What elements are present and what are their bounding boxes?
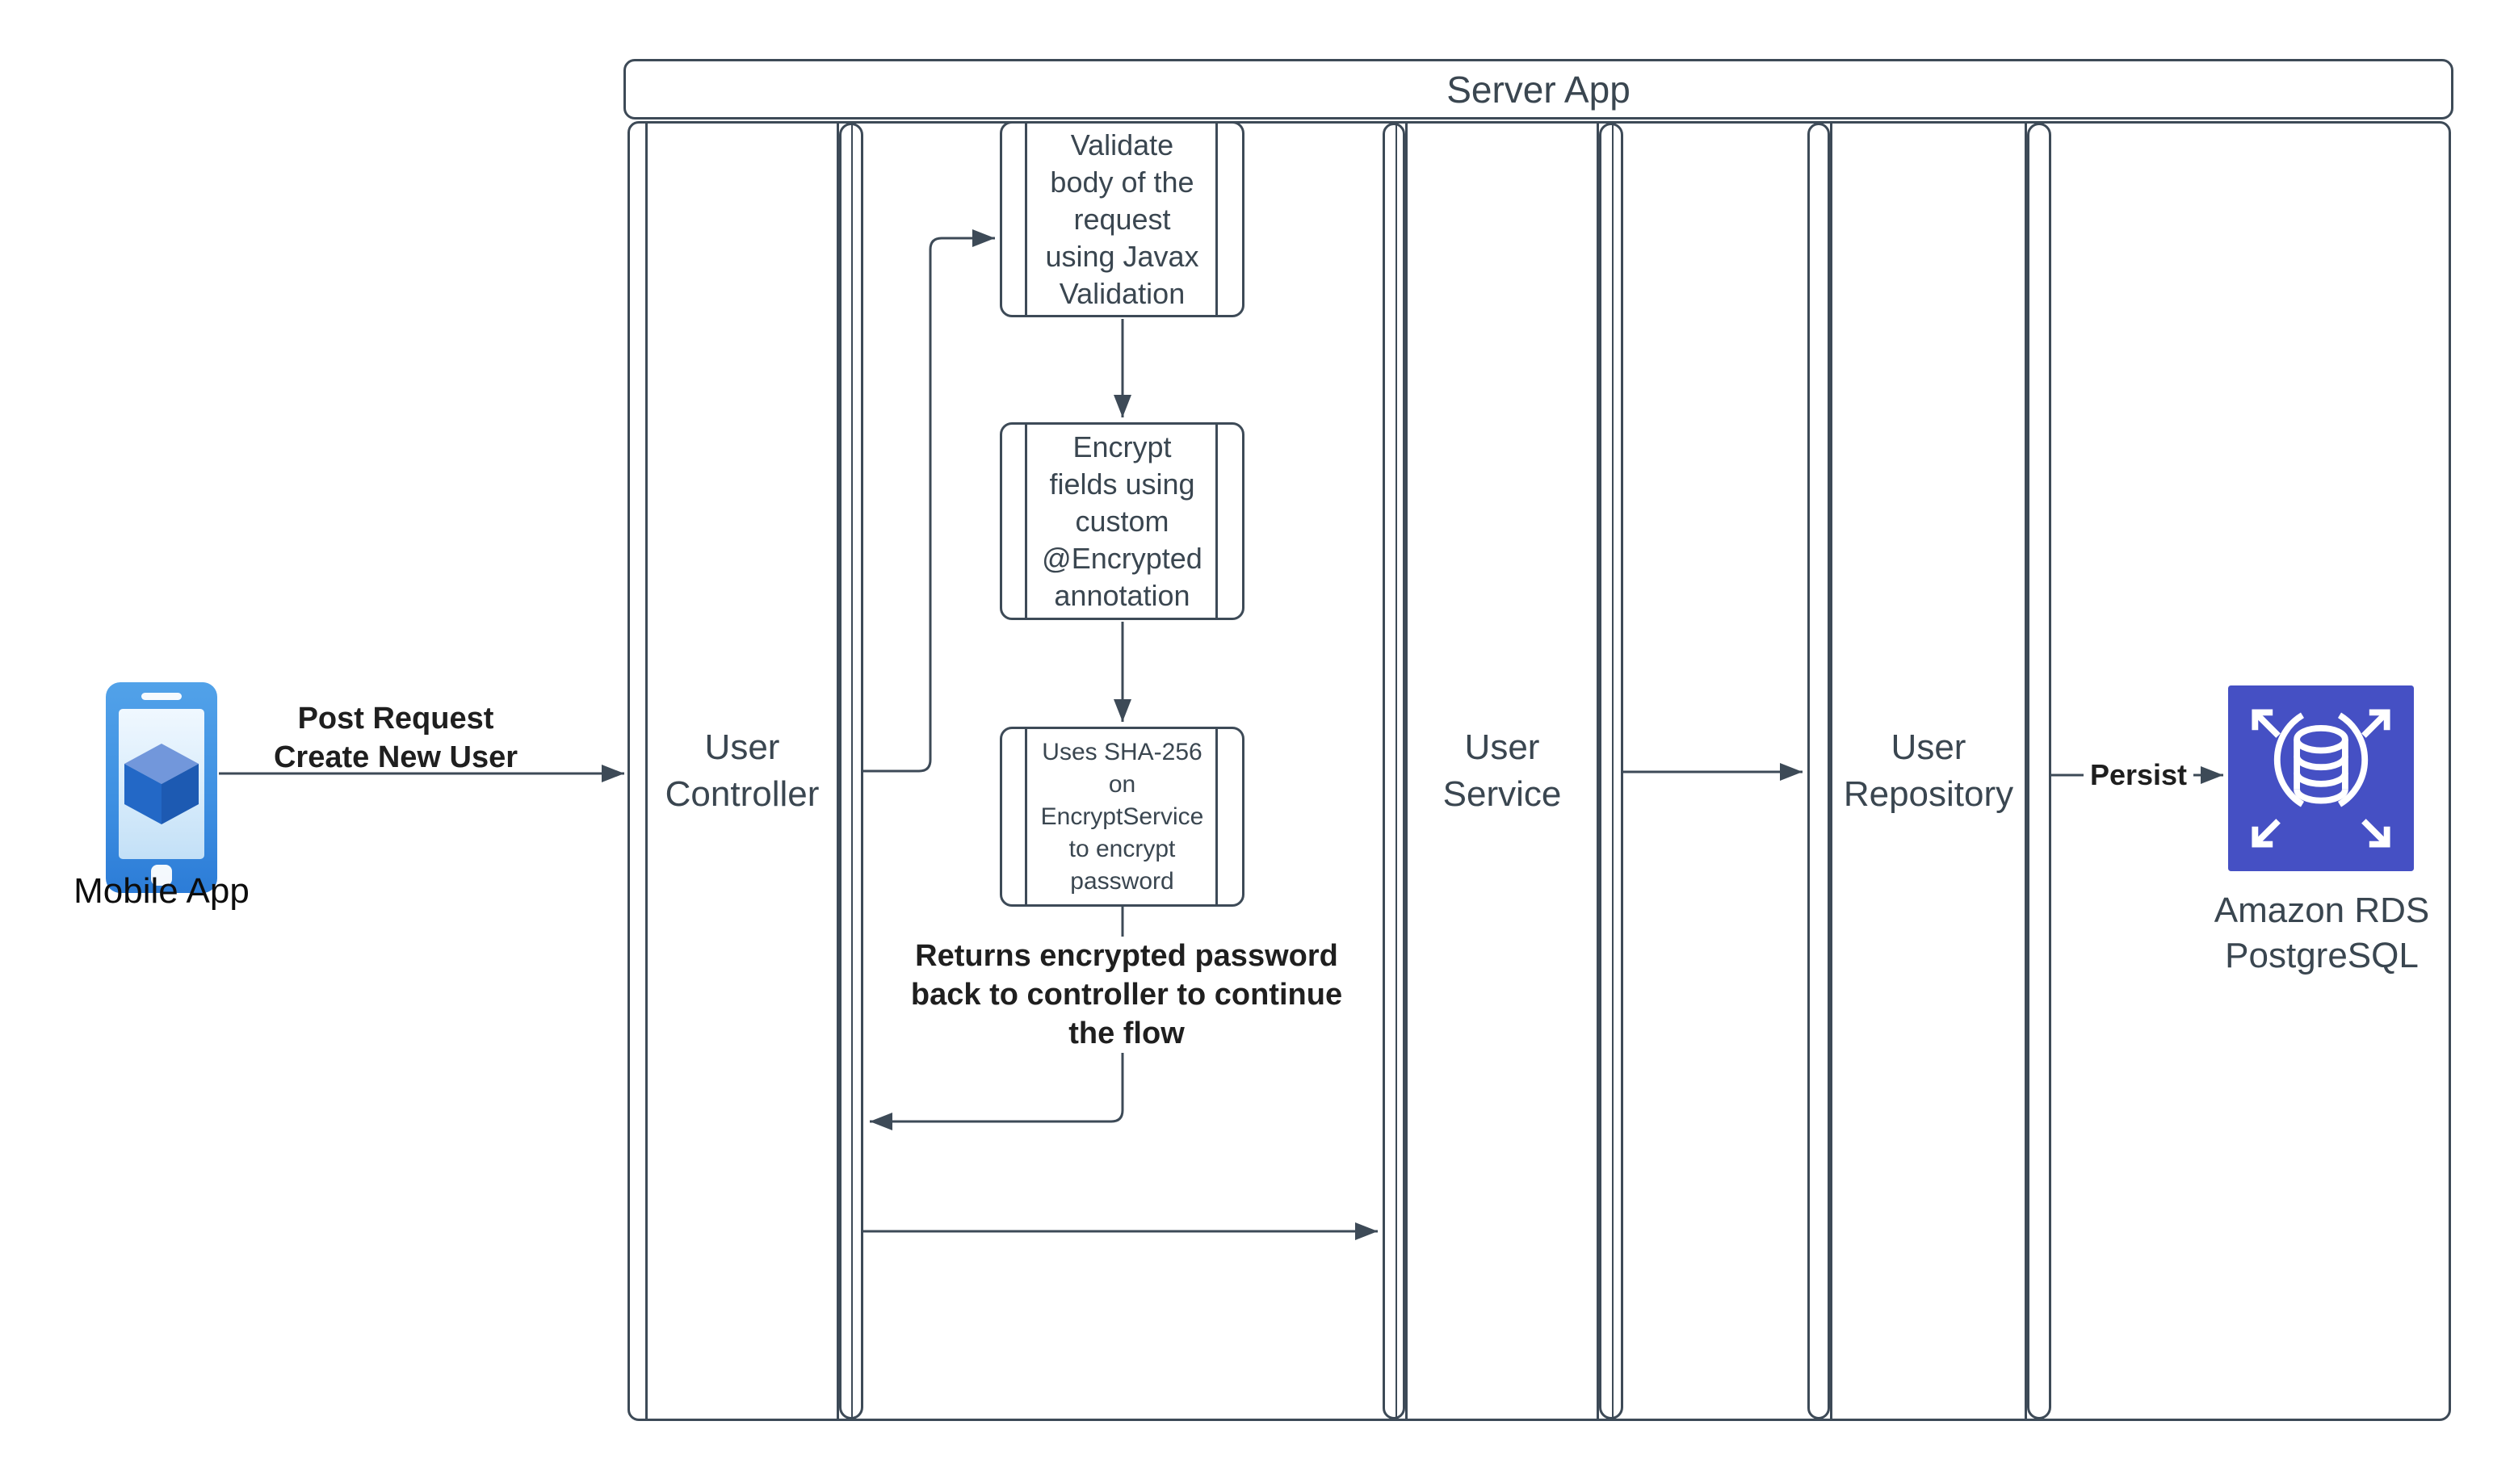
lane-user-service[interactable]: User Service [1405,121,1599,1421]
lane-user-repository[interactable]: User Repository [1830,121,2027,1421]
message-post-request: Post Request Create New User [273,702,518,774]
amazon-rds-icon[interactable] [2228,681,2414,875]
lifeline-bar-controller [839,123,863,1419]
step-encrypt-text: Encrypt fields using custom @Encrypted a… [1042,430,1202,612]
lifeline-bar-inner [1612,125,1614,1417]
lifeline-bar-repository-left [1807,123,1830,1419]
lane-user-controller[interactable]: User Controller [645,121,839,1421]
lane-user-controller-label: User Controller [665,727,820,814]
lifeline-bar-service-left [1383,123,1405,1419]
app-cube-icon [124,744,199,824]
amazon-rds-label: Amazon RDS PostgreSQL [2214,891,2430,975]
lifeline-bar-inner [1396,125,1397,1417]
lifeline-bar-repository-right [2027,123,2051,1419]
server-app-title-bar[interactable]: Server App [623,59,2453,119]
mobile-phone-icon[interactable] [106,682,217,893]
step-validate-box[interactable]: Validate body of the request using Javax… [1000,121,1244,317]
lifeline-bar-service-right [1599,123,1623,1419]
lane-user-repository-label: User Repository [1843,727,2014,814]
phone-speaker [141,693,182,700]
step-validate-text: Validate body of the request using Javax… [1045,128,1199,310]
message-returns-encrypted: Returns encrypted password back to contr… [876,937,1377,1053]
lane-user-service-label: User Service [1442,727,1562,814]
phone-screen [119,709,204,859]
step-sha256-box[interactable]: Uses SHA-256 on EncryptService to encryp… [1000,727,1244,907]
phone-home-button [151,865,172,886]
server-app-title: Server App [1446,68,1631,111]
mobile-app-label: Mobile App [73,871,250,911]
lifeline-bar-inner [851,125,853,1417]
message-persist: Persist [2084,757,2193,793]
step-encrypt-box[interactable]: Encrypt fields using custom @Encrypted a… [1000,422,1244,620]
step-sha256-text: Uses SHA-256 on EncryptService to encryp… [1040,738,1204,895]
